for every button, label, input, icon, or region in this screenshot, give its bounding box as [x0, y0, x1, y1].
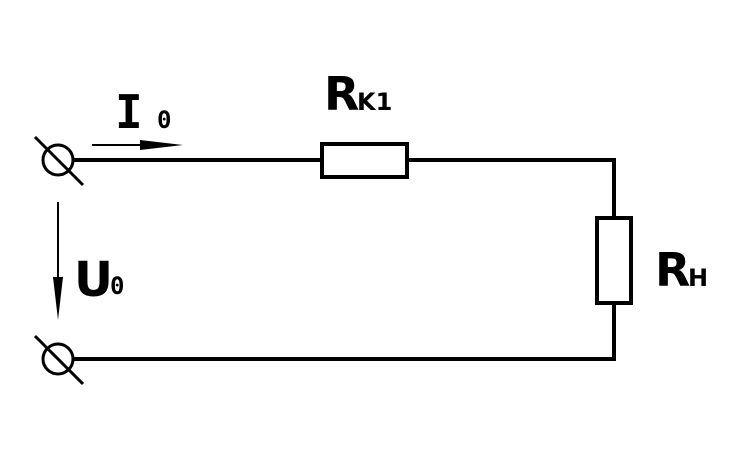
terminal-bottom: [33, 334, 85, 386]
wires: [72, 158, 616, 361]
label-current-symbol: I: [115, 85, 143, 139]
resistor-rh: [595, 216, 633, 305]
label-voltage-subscript: 0: [110, 272, 124, 300]
terminal-top: [33, 135, 85, 187]
resistor-rk1: [320, 142, 409, 179]
label-voltage-symbol: U: [74, 252, 113, 308]
current-arrow: [92, 140, 183, 150]
label-rh-symbol: R: [655, 243, 690, 297]
label-current-subscript: 0: [157, 106, 171, 134]
voltage-arrow: [53, 202, 63, 320]
label-rk1-symbol: R: [324, 67, 359, 121]
label-rk1-subscript: K1: [357, 88, 392, 116]
label-rh-subscript: H: [688, 264, 708, 292]
